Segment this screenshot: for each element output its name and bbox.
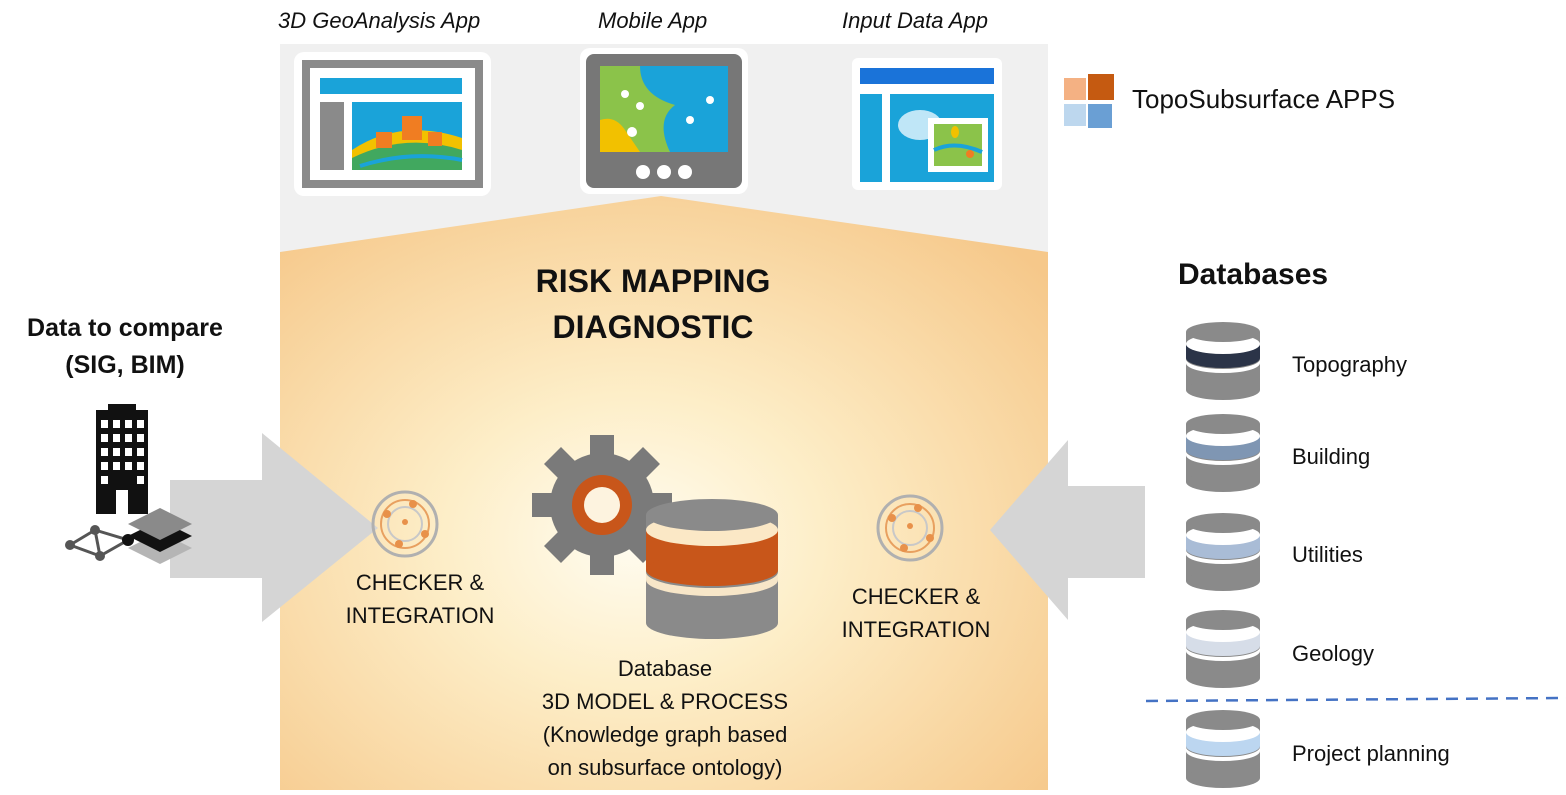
database-label-project-planning: Project planning [1292, 741, 1450, 766]
checker-left-line2: INTEGRATION [345, 603, 495, 628]
geoanalysis-app-icon [294, 52, 491, 196]
geoanalysis-app-label: 3D GeoAnalysis App [278, 8, 481, 33]
database-cylinders [1186, 322, 1260, 788]
toposubsurface-logo-icon [1064, 74, 1114, 128]
central-db-line4: on subsurface ontology) [547, 755, 783, 780]
central-db-line3: (Knowledge graph based [542, 722, 788, 747]
central-database-icon [646, 499, 778, 639]
building-icon [96, 404, 148, 514]
database-cylinder-icon-building [1186, 414, 1260, 492]
brand-name: TopoSubsurface APPS [1132, 84, 1396, 114]
database-divider-line [1145, 696, 1566, 703]
checker-label-left: CHECKER & INTEGRATION [330, 566, 510, 632]
left-input-arrow [170, 433, 378, 622]
database-label-topography: Topography [1292, 352, 1407, 377]
database-cylinder-icon-topography [1186, 322, 1260, 400]
network-layers-icon [65, 508, 192, 564]
checker-icon-right [876, 494, 944, 562]
checker-label-right: CHECKER & INTEGRATION [826, 580, 1006, 646]
database-cylinder-icon-project-planning [1186, 710, 1260, 788]
databases-header: Databases [1178, 258, 1329, 291]
central-db-line1: Database [617, 656, 713, 681]
checker-right-line2: INTEGRATION [841, 617, 991, 642]
input-data-app-label: Input Data App [842, 8, 988, 33]
database-label-utilities: Utilities [1292, 542, 1363, 567]
database-cylinder-icon-geology [1186, 610, 1260, 688]
left-title-line1: Data to compare [27, 314, 223, 342]
checker-left-line1: CHECKER & [355, 570, 485, 595]
database-label-building: Building [1292, 444, 1371, 469]
right-input-arrow [990, 440, 1145, 620]
mobile-app-label: Mobile App [598, 8, 708, 33]
input-data-app-icon [852, 58, 1002, 190]
mobile-app-icon [580, 48, 748, 194]
panel-title-line1: RISK MAPPING [535, 263, 771, 299]
checker-right-line1: CHECKER & [851, 584, 981, 609]
left-title-line2: (SIG, BIM) [65, 351, 185, 379]
central-db-line2: 3D MODEL & PROCESS [541, 689, 789, 714]
database-label-geology: Geology [1292, 641, 1374, 666]
checker-icon-left [371, 490, 439, 558]
panel-title-line2: DIAGNOSTIC [552, 309, 754, 345]
data-to-compare-title: Data to compare (SIG, BIM) [0, 310, 250, 384]
central-database-caption: Database 3D MODEL & PROCESS (Knowledge g… [530, 652, 800, 784]
database-cylinder-icon-utilities [1186, 513, 1260, 591]
